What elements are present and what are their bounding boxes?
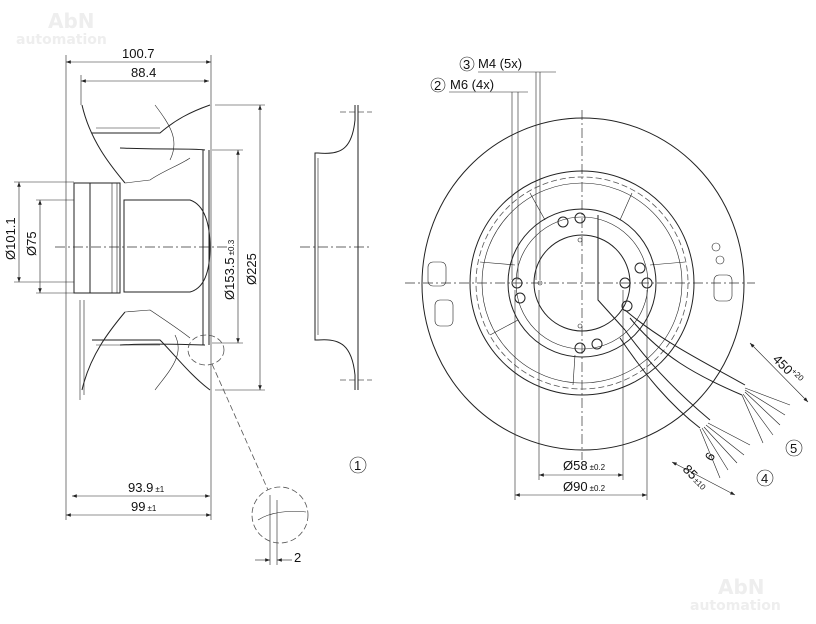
dim-hub-diameter: Ø75 — [24, 231, 39, 256]
svg-text:Ø90±0.2: Ø90±0.2 — [563, 479, 606, 494]
dimension-text: ±1 — [147, 504, 156, 513]
svg-text:Ø58±0.2: Ø58±0.2 — [563, 458, 606, 473]
dim-inlet-tol: ±0.3 — [227, 239, 236, 255]
svg-text:450+20: 450+20 — [770, 352, 806, 388]
svg-text:93.9±1: 93.9±1 — [128, 480, 165, 495]
svg-text:Ø153.5±0.3: Ø153.5 ±0.3 — [222, 239, 237, 300]
dim-overall-length: 100.7 — [122, 46, 155, 61]
inlet-ring-callout: 1 — [354, 458, 361, 473]
dim-outer-diameter: Ø225 — [244, 253, 259, 285]
svg-text:99±1: 99±1 — [131, 499, 157, 514]
watermark-bottom: AbN automation — [690, 575, 781, 614]
dim-bolt-circle-large: Ø90 — [563, 479, 588, 494]
dim-impeller-length: 88.4 — [131, 65, 156, 80]
m6-label: M6 (4x) — [450, 77, 494, 92]
dim-length-b: 99 — [131, 499, 145, 514]
cable-callout-a: 4 — [761, 471, 768, 486]
dim-length-a: 93.9 — [128, 480, 153, 495]
dimension-text: ±0.2 — [590, 484, 606, 493]
cable-callout-b: 5 — [790, 441, 797, 456]
dimension-text: ±1 — [155, 485, 164, 494]
dimension-text: ±0.2 — [590, 463, 606, 472]
svg-text:automation: automation — [690, 598, 781, 614]
svg-text:AbN: AbN — [718, 575, 765, 599]
m4-label: M4 (5x) — [478, 56, 522, 71]
dim-flange-diameter: Ø101.1 — [3, 217, 18, 260]
front-view: 3 M4 (5x) 2 M6 (4x) Ø58±0.2 Ø90±0.2 450+… — [405, 56, 809, 500]
inlet-ring: 1 — [300, 105, 372, 474]
svg-text:85±10: 85±10 — [680, 462, 711, 493]
dim-bolt-circle-small: Ø58 — [563, 458, 588, 473]
svg-text:automation: automation — [16, 32, 107, 48]
mounting-holes — [511, 212, 653, 354]
m4-callout: 3 — [463, 57, 470, 72]
detail-dim: 2 — [294, 550, 301, 565]
m6-callout: 2 — [434, 78, 441, 93]
wire-strip: 6 — [702, 450, 719, 464]
dim-inlet-diameter: Ø153.5 — [222, 257, 237, 300]
svg-text:AbN: AbN — [48, 9, 95, 33]
watermark-top: AbN automation — [16, 9, 107, 48]
side-view: 100.7 88.4 Ø225 Ø153.5 ±0.3 Ø101.1 Ø75 93… — [3, 46, 309, 565]
